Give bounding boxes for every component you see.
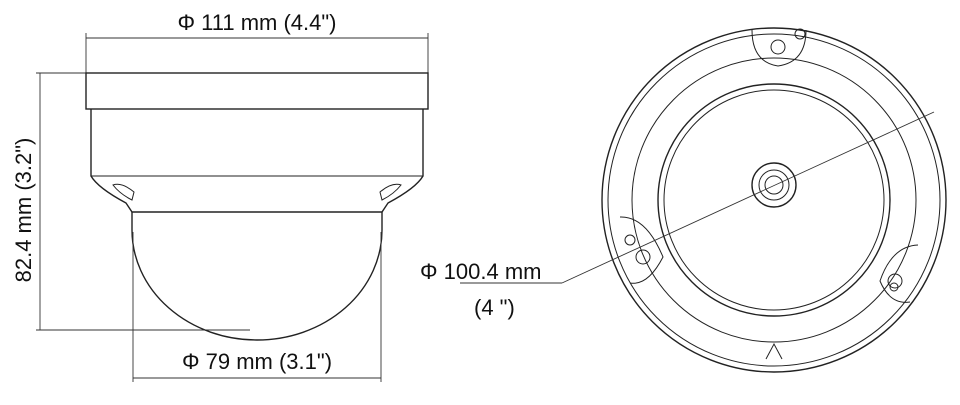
mounting-tab-right	[879, 244, 919, 303]
top-width-label: Φ 111 mm (4.4")	[177, 10, 336, 35]
top-view: Φ 100.4 mm (4 ")	[420, 27, 947, 373]
bottom-width-label: Φ 79 mm (3.1")	[182, 349, 332, 374]
height-dimension: 82.4 mm (3.2")	[11, 72, 250, 331]
center-hub-outer	[751, 162, 797, 208]
side-screw-notch-left	[112, 183, 135, 201]
tab-outline	[879, 244, 919, 303]
diameter-label-line2: (4 ")	[474, 295, 515, 320]
screw-slot-icon	[770, 39, 786, 55]
screw-slot-icon	[635, 249, 651, 265]
screw-hole-icon	[794, 28, 806, 40]
mounting-tab-left	[619, 216, 664, 284]
tab-outline	[619, 216, 664, 284]
side-view: Φ 111 mm (4.4") 82.4 mm (3.2") Φ 79 mm (…	[11, 10, 429, 382]
screw-hole-icon	[889, 282, 899, 292]
side-screw-notch-right	[379, 183, 402, 201]
center-hub-middle	[758, 169, 790, 201]
inner-plate-edge	[663, 89, 885, 311]
center-hub-hole	[764, 175, 784, 195]
mounting-plate-rim	[631, 57, 917, 343]
dome-bubble	[131, 212, 383, 341]
height-label: 82.4 mm (3.2")	[11, 138, 36, 283]
screw-slot-icon	[887, 273, 903, 289]
diameter-label-line1: Φ 100.4 mm	[420, 259, 541, 284]
tab-outline	[751, 29, 807, 67]
screw-hole-icon	[624, 234, 636, 246]
outer-ring-inner-edge	[607, 33, 941, 367]
inner-plate	[657, 83, 891, 317]
outer-ring	[601, 27, 947, 373]
camera-body-outline	[85, 72, 429, 341]
mounting-tab-top	[751, 28, 807, 67]
housing-top-band	[85, 72, 429, 110]
alignment-notch-icon	[765, 342, 783, 360]
bottom-width-dimension: Φ 79 mm (3.1")	[132, 232, 382, 382]
top-width-dimension: Φ 111 mm (4.4")	[85, 10, 429, 76]
housing-shell	[90, 109, 424, 213]
diameter-leader-line	[561, 111, 935, 284]
